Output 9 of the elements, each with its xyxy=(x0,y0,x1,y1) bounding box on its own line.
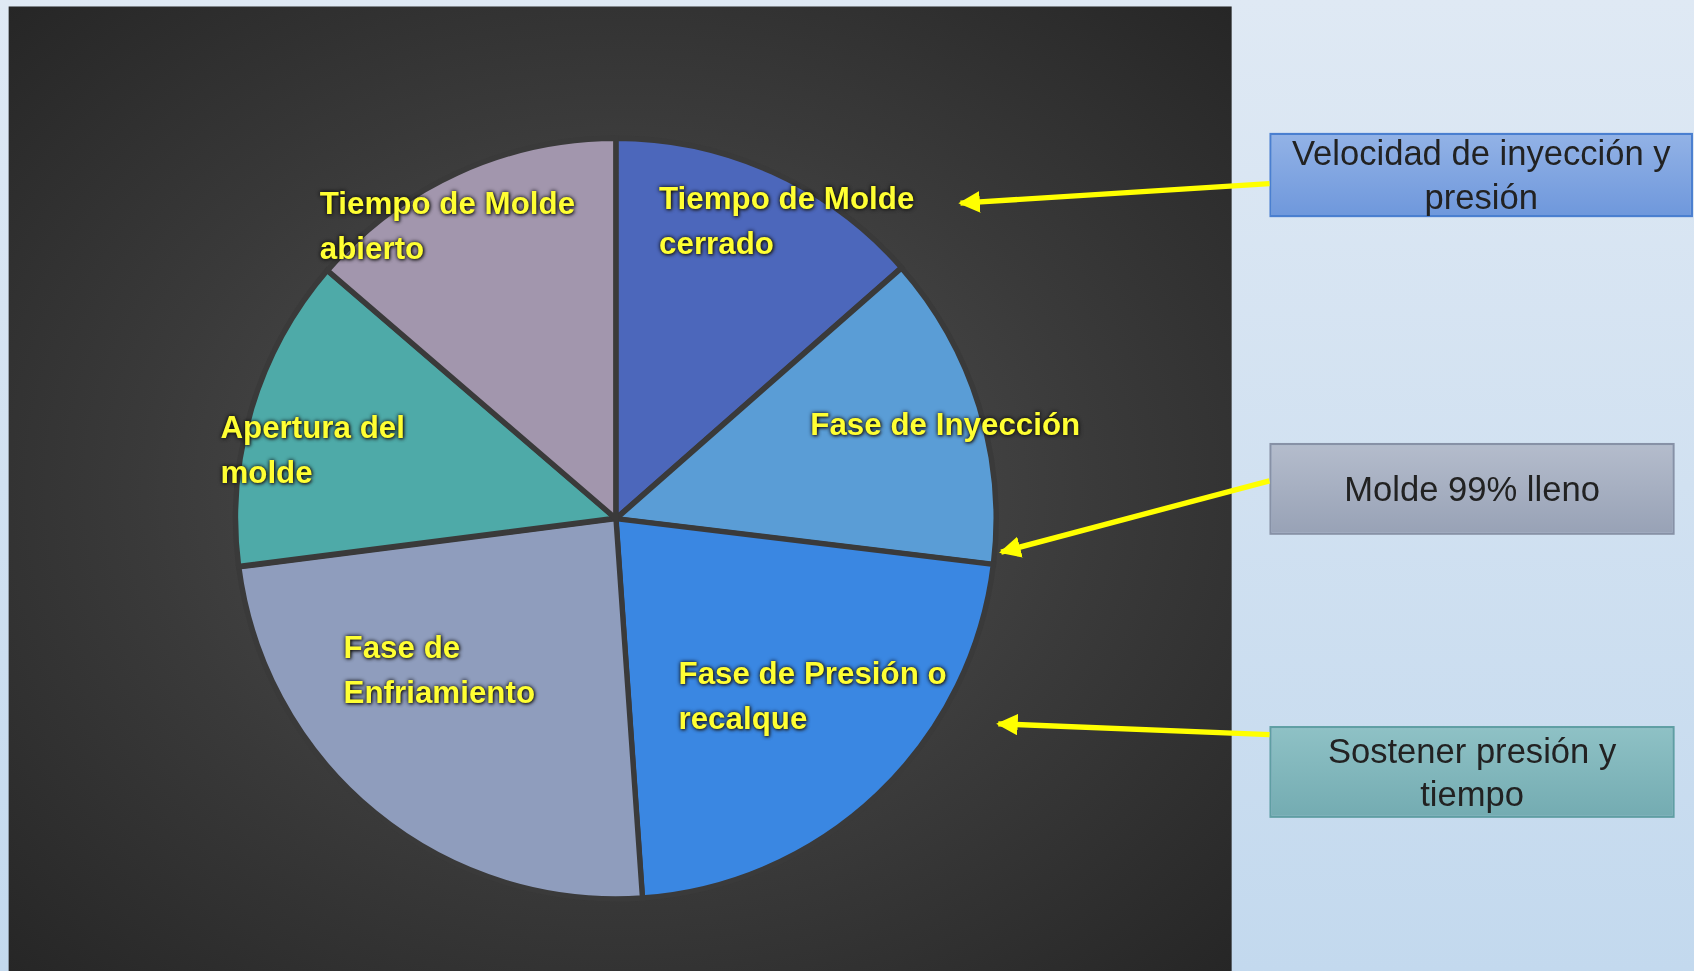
callout-box: Velocidad de inyección y presión xyxy=(1269,132,1693,218)
slice-label: Tiempo de Molde cerrado xyxy=(659,179,916,263)
arrow xyxy=(999,478,1271,558)
callout-box: Molde 99% lleno xyxy=(1269,442,1675,535)
arrow xyxy=(958,180,1270,213)
arrow xyxy=(996,713,1270,738)
callout-box: Sostener presión y tiempo xyxy=(1269,726,1675,818)
slice-label: Fase de Presión o recalque xyxy=(678,654,948,738)
slice-label: Fase de Enfriamiento xyxy=(343,628,537,712)
